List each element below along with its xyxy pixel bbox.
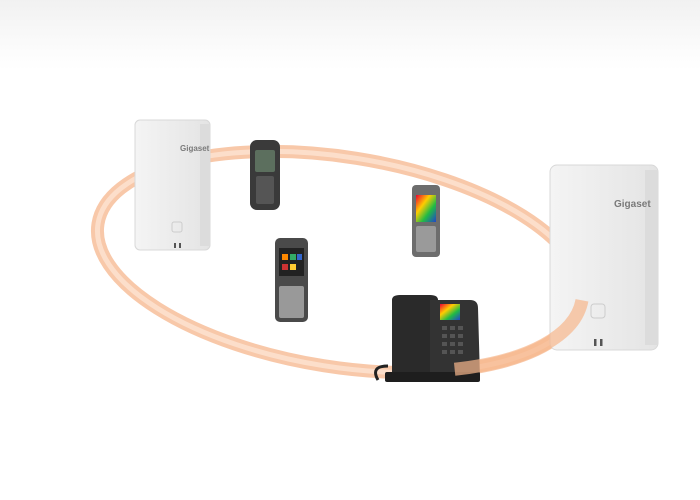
orange-ring-front <box>453 298 589 376</box>
handset-slim <box>412 185 440 257</box>
base-station-small <box>134 119 211 251</box>
handset-color <box>275 238 308 322</box>
top-gradient-band <box>0 0 700 70</box>
brand-logo-small-base: Gigaset <box>180 144 210 153</box>
brand-logo-large-base: Gigaset <box>614 199 651 210</box>
desk-phone <box>374 295 480 382</box>
handset-rugged <box>250 140 280 210</box>
